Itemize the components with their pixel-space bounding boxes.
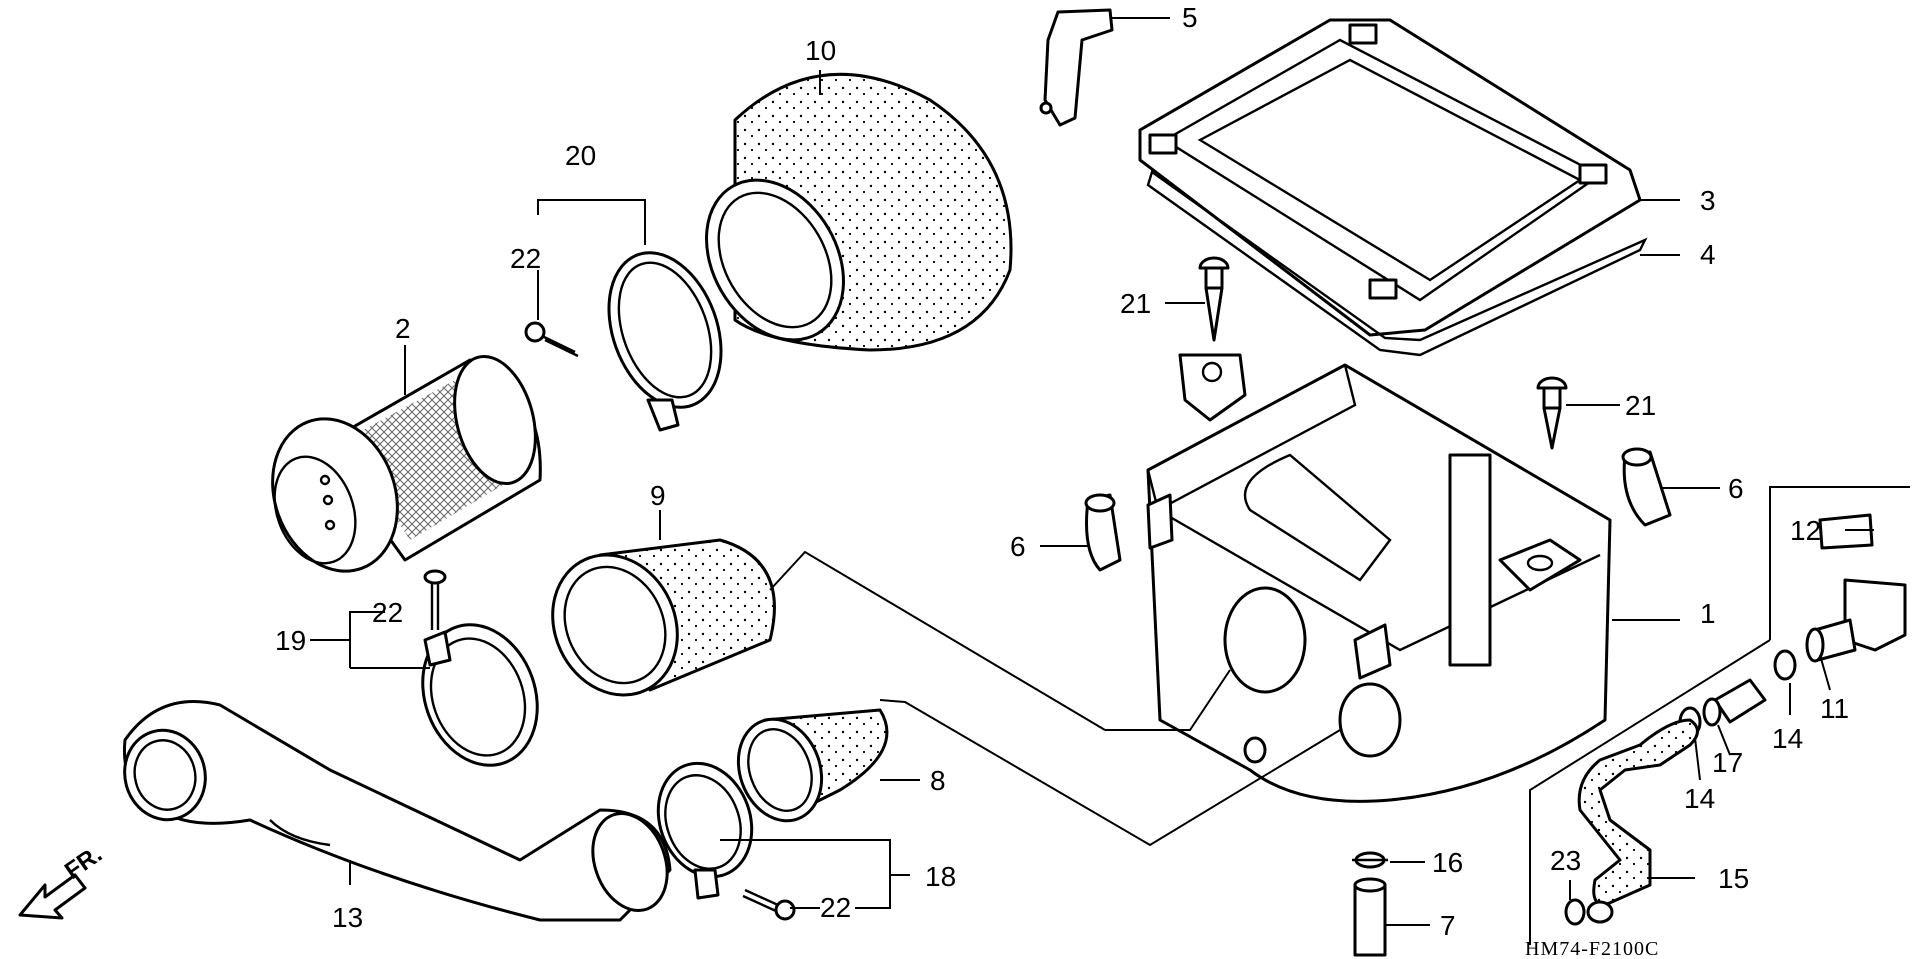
label-13: 13 (332, 902, 363, 933)
label-3: 3 (1700, 185, 1716, 216)
label-16: 16 (1432, 847, 1463, 878)
front-arrow: FR. (18, 841, 107, 920)
label-8: 8 (930, 765, 946, 796)
part-8-duct (736, 708, 889, 823)
part-labels: 1 2 3 4 5 6 6 7 8 9 10 11 12 13 14 14 15… (275, 2, 1849, 959)
part-4-gasket (1146, 170, 1648, 357)
label-9: 9 (650, 480, 666, 511)
part-5-bracket (1039, 8, 1114, 127)
label-20: 20 (565, 140, 596, 171)
label-17: 17 (1712, 747, 1743, 778)
label-12: 12 (1790, 515, 1821, 546)
part-20-band (607, 251, 723, 432)
part-21-clip-b (1536, 376, 1568, 450)
label-22-a: 22 (510, 243, 541, 274)
part-6-clamp-right (1621, 447, 1672, 527)
label-18: 18 (925, 861, 956, 892)
part-12-cap (1818, 513, 1874, 550)
part-6-clamp-left (1084, 493, 1122, 572)
label-21-b: 21 (1625, 390, 1656, 421)
part-19-band (421, 623, 539, 767)
label-7: 7 (1440, 910, 1456, 941)
label-2: 2 (395, 313, 411, 344)
part-9-tube (551, 538, 776, 697)
label-15: 15 (1718, 863, 1749, 894)
part-10-filter (705, 72, 1013, 352)
label-4: 4 (1700, 239, 1716, 270)
label-5: 5 (1182, 2, 1198, 33)
part-18-band (656, 761, 754, 900)
part-15-breather-tube (1577, 718, 1699, 924)
label-14-b: 14 (1684, 783, 1715, 814)
label-6-right: 6 (1728, 473, 1744, 504)
label-6-left: 6 (1010, 531, 1026, 562)
label-14-a: 14 (1772, 723, 1803, 754)
part-22-screw-a (524, 321, 579, 358)
label-1: 1 (1700, 598, 1716, 629)
label-11: 11 (1820, 693, 1849, 724)
part-7-drain-tube (1353, 877, 1387, 957)
part-17-joint (1702, 678, 1767, 727)
part-22-screw-c (742, 888, 796, 921)
diagram-code: HM74-F2100C (1525, 938, 1659, 959)
label-22-b: 22 (372, 597, 403, 628)
part-2-filter-cage (271, 354, 542, 573)
label-19: 19 (275, 625, 306, 656)
part-1-case (1146, 353, 1612, 803)
label-21-a: 21 (1120, 288, 1151, 319)
leader-lines (310, 17, 1910, 945)
label-10: 10 (805, 35, 836, 66)
label-22-c: 22 (820, 892, 851, 923)
part-22-screw-b (423, 569, 447, 630)
part-16-clip (1352, 851, 1388, 869)
label-23: 23 (1550, 845, 1581, 876)
part-23-clip (1564, 898, 1586, 926)
front-label: FR. (60, 841, 107, 885)
part-11-breather (1805, 578, 1907, 663)
part-21-clip-a (1198, 256, 1230, 342)
part-14-clip-a (1773, 649, 1797, 681)
part-13-intake (122, 700, 672, 922)
